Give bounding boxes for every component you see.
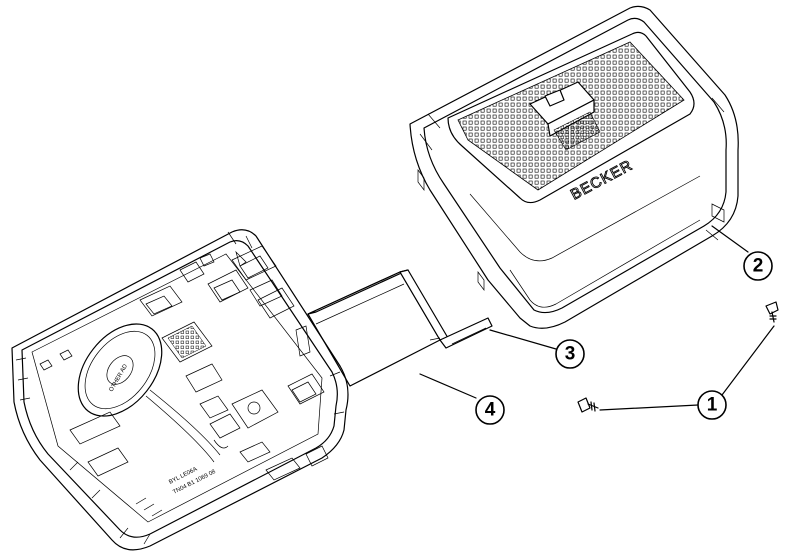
leader-lines: [419, 225, 775, 411]
back-cover: BECKER: [409, 5, 739, 329]
callout-4-label: 4: [485, 400, 496, 421]
speaker: OTHER AD: [77, 323, 221, 463]
callout-1: 1: [697, 390, 727, 420]
callout-2-label: 2: [753, 256, 764, 277]
screw-lower: [577, 397, 599, 413]
screw-upper: [765, 301, 779, 323]
screws: [577, 301, 779, 413]
callout-3-label: 3: [565, 344, 576, 365]
callout-1-label: 1: [707, 395, 718, 416]
battery-pack: [307, 269, 493, 387]
callout-2: 2: [743, 251, 773, 281]
callout-3: 3: [555, 339, 585, 369]
callout-4: 4: [475, 395, 505, 425]
front-chassis-with-pcb: OTHER AD B: [11, 229, 349, 551]
